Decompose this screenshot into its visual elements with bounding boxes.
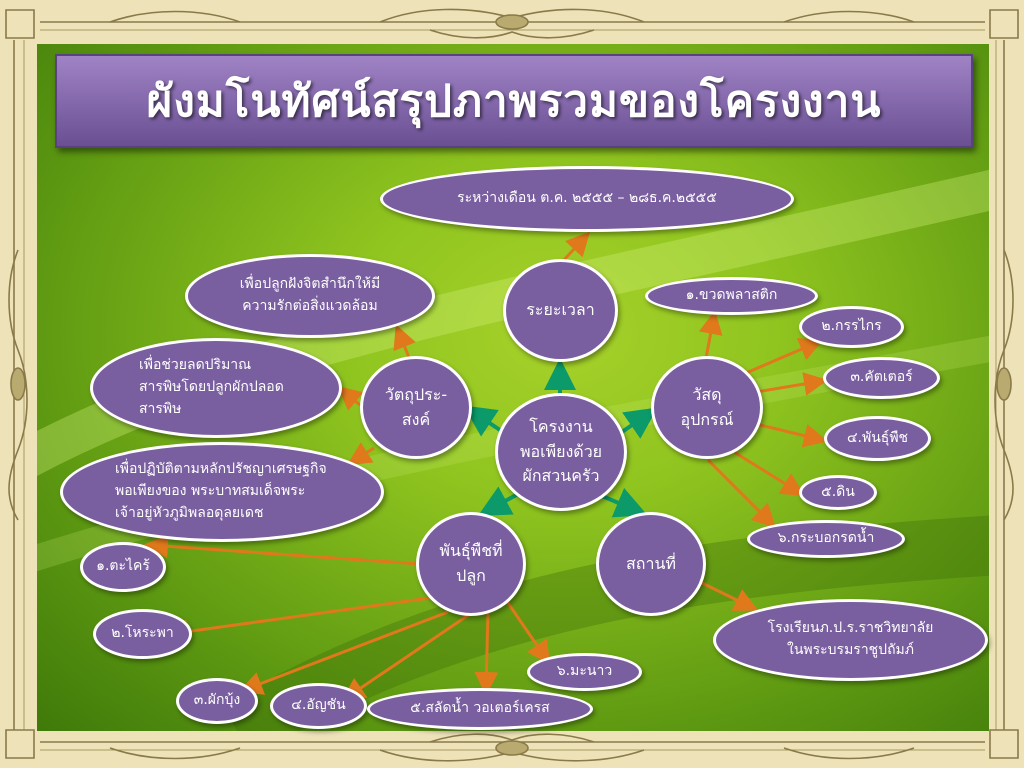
place-detail-line: โรงเรียนภ.ป.ร.ราชวิทยาลัย [767,620,934,637]
objective-item-line: เพื่อปลูกฝังจิตสำนึกให้มี [239,276,381,293]
plant-item-3: ๓.ผักบุ้ง [176,678,258,724]
place-detail-node: โรงเรียนภ.ป.ร.ราชวิทยาลัย ในพระบรมราชูปถ… [713,599,988,681]
plant-item-text: ๔.อัญชัน [291,697,346,714]
material-item-2: ๒.กรรไกร [799,306,904,348]
material-item-text: ๖.กระบอกรดน้ำ [777,530,875,547]
arrow-objective-3 [346,442,375,466]
plant-item-text: ๓.ผักบุ้ง [193,692,241,709]
plant-item-1: ๑.ตะไคร้ [80,542,166,592]
arrow-material-4 [755,422,828,448]
plant-item-2: ๒.โหระพา [93,609,192,659]
objective-item-line: พอเพียงของ พระบาทสมเด็จพระ [115,483,306,500]
plant-item-text: ๕.สลัดน้ำ วอเตอร์เครส [410,700,550,717]
arrow-center-to-place [601,487,648,518]
materials-label-line: วัสดุ [692,384,722,404]
arrow-objective-1 [393,324,416,361]
objective-item-line: สารพิษโดยปลูกผักปลอด [139,379,284,396]
arrow-plant-4 [341,612,471,702]
top-scroll-ornament [40,8,985,39]
material-item-1: ๑.ขวดพลาสติก [645,277,818,315]
objective-item-line: สารพิษ [139,400,182,417]
plant-item-text: ๒.โหระพา [111,625,174,642]
plants-node: พันธุ์พืชที่ ปลูก [416,512,526,616]
arrow-plant-3 [238,610,449,695]
objectives-label-line: สงค์ [401,409,431,429]
plant-item-text: ๑.ตะไคร้ [96,558,150,575]
objective-item-2: เพื่อช่วยลดปริมาณ สารพิษโดยปลูกผักปลอด ส… [90,338,342,438]
plant-item-5: ๕.สลัดน้ำ วอเตอร์เครส [367,688,593,730]
primary-arrows [463,358,658,518]
duration-detail-node: ระหว่างเดือน ต.ค. ๒๕๕๕ – ๒๘ธ.ค.๒๕๕๕ [380,166,794,232]
objective-item-1: เพื่อปลูกฝังจิตสำนึกให้มี ความรักต่อสิ่ง… [185,254,435,338]
objective-item-line: เจ้าอยู่หัวภูมิพลอดุลยเดช [115,504,264,521]
plants-label-line: พันธุ์พืชที่ [439,541,503,561]
material-item-5: ๕.ดิน [799,475,877,510]
materials-label-line: อุปกรณ์ [680,409,734,429]
arrow-duration-detail [560,231,591,264]
material-item-text: ๔.พันธุ์พืช [846,429,909,446]
arrow-plant-2 [164,596,431,644]
arrow-material-5 [733,450,806,497]
secondary-arrows [144,231,828,702]
bottom-scroll-ornament [40,733,985,762]
plant-item-4: ๔.อัญชัน [270,683,367,729]
material-item-6: ๖.กระบอกรดน้ำ [747,520,905,558]
material-item-text: ๓.คัตเตอร์ [850,369,913,386]
materials-node: วัสดุ อุปกรณ์ [651,356,763,459]
arrow-plant-5 [474,611,499,696]
duration-detail-text: ระหว่างเดือน ต.ค. ๒๕๕๕ – ๒๘ธ.ค.๒๕๕๕ [457,190,717,207]
objective-item-line: ความรักต่อสิ่งแวดล้อม [242,298,378,314]
objective-item-line: เพื่อปฏิบัติตามหลักปรัชญาเศรษฐกิจ [115,461,327,478]
right-scroll-ornament [989,9,1019,759]
center-node-line: ผักสวนครัว [522,466,600,486]
arrow-plant-1 [144,534,421,566]
arrow-material-3 [755,372,828,396]
plants-label-line: ปลูก [456,566,486,585]
center-node-line: โครงงาน [529,416,593,436]
arrow-center-to-materials [620,407,658,439]
arrow-center-to-objectives [463,405,502,437]
title-banner: ผังมโนทัศน์สรุปภาพรวมของโครงงาน [55,54,973,148]
place-label: สถานที่ [626,553,676,573]
duration-label: ระยะเวลา [526,300,595,320]
material-item-4: ๔.พันธุ์พืช [824,416,931,461]
plant-item-6: ๖.มะนาว [527,653,642,691]
material-item-text: ๕.ดิน [821,483,855,500]
material-item-3: ๓.คัตเตอร์ [823,357,940,399]
objective-item-3: เพื่อปฏิบัติตามหลักปรัชญาเศรษฐกิจ พอเพีย… [60,442,384,542]
plant-item-text: ๖.มะนาว [556,663,613,680]
arrow-objective-2 [337,386,364,411]
arrow-plant-6 [504,599,551,665]
center-node: โครงงาน พอเพียงด้วย ผักสวนครัว [495,393,627,511]
arrow-material-1 [698,310,723,359]
objective-item-line: เพื่อช่วยลดปริมาณ [139,357,252,374]
arrow-place-detail [695,578,759,611]
place-node: สถานที่ [596,512,706,616]
page-title: ผังมโนทัศน์สรุปภาพรวมของโครงงาน [146,76,882,127]
center-node-line: พอเพียงด้วย [519,441,603,461]
arrow-material-6 [706,458,777,529]
arrow-material-2 [745,338,824,375]
objectives-node: วัตถุประ- สงค์ [360,356,472,459]
arrow-center-to-plants [477,486,519,516]
place-detail-line: ในพระบรมราชูปถัมภ์ [786,642,914,658]
material-item-text: ๑.ขวดพลาสติก [685,287,778,304]
left-scroll-ornament [5,9,35,759]
material-item-text: ๒.กรรไกร [821,318,882,335]
duration-node: ระยะเวลา [503,259,618,362]
objectives-label-line: วัตถุประ- [384,384,448,404]
